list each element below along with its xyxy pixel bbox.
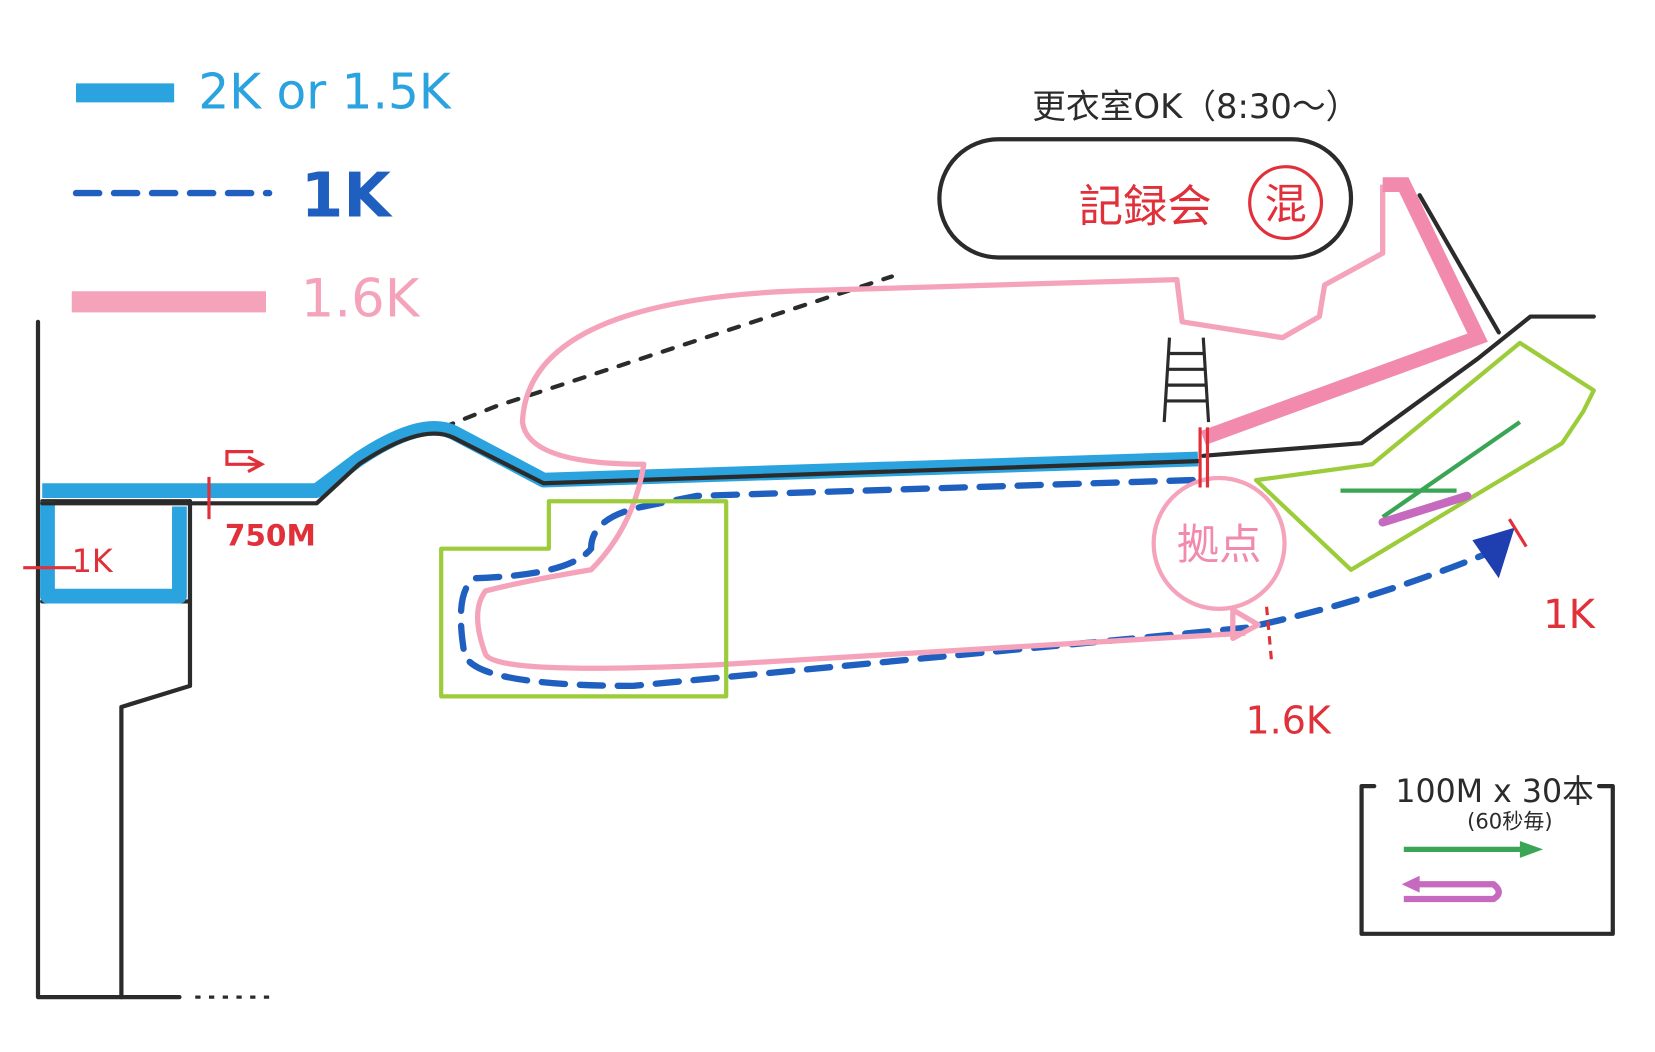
legend: 2K or 1.5K 1K 1.6K (71, 65, 452, 330)
field-area (439, 499, 729, 699)
interval-title: 100M x 30本 (1395, 774, 1593, 810)
interval-legend: 100M x 30本 (60秒毎) (1359, 774, 1615, 936)
turn-750m-label: 750M (225, 519, 316, 553)
mixed-badge-label: 混 (1264, 179, 1306, 228)
right-1k-label: 1K (1543, 592, 1597, 638)
track-area (1253, 340, 1596, 572)
record-meet-bubble (937, 137, 1354, 260)
legend-label-16k: 1.6K (301, 269, 421, 330)
mixed-badge (1248, 165, 1324, 241)
record-meet-label: 記録会 (1079, 182, 1212, 233)
legend-label-1k: 1K (301, 160, 394, 231)
interval-subtitle: (60秒毎) (1467, 808, 1553, 833)
base-label: 拠点 (1177, 520, 1261, 569)
base-marker (1151, 475, 1287, 611)
legend-label-2k: 2K or 1.5K (198, 65, 451, 121)
changing-room-note: 更衣室OK（8:30〜） (1032, 87, 1359, 126)
route-1k (457, 476, 1502, 690)
stairs-icon (1162, 337, 1211, 423)
route-16k (475, 184, 1386, 671)
arrow-head-1k (1472, 527, 1515, 579)
turn-arrow-icon (225, 450, 266, 474)
left-1k-label: 1K (72, 544, 114, 580)
mark-16k-label: 1.6K (1245, 698, 1331, 742)
route-2k (42, 420, 1199, 499)
